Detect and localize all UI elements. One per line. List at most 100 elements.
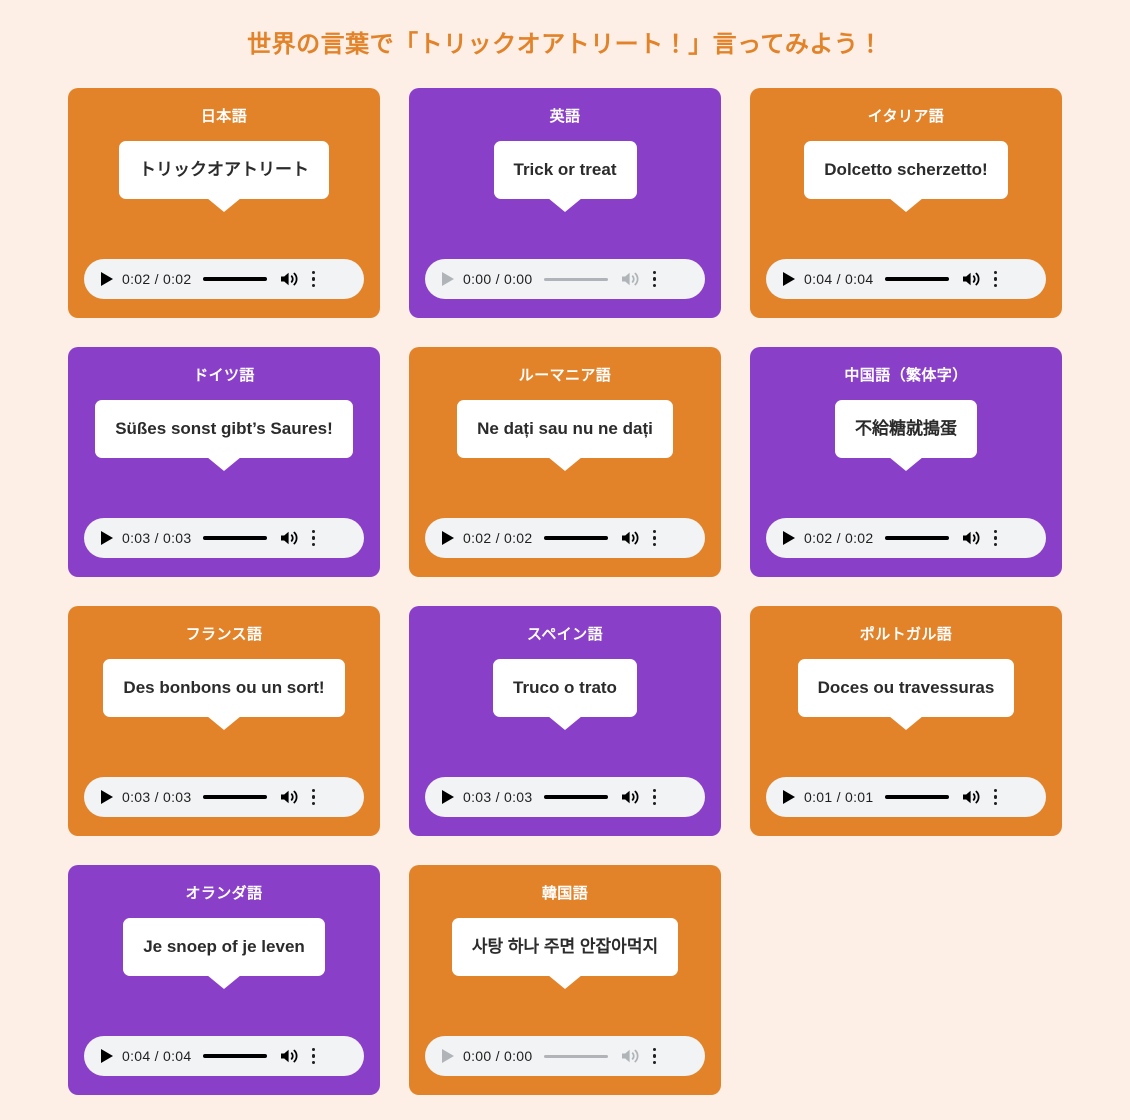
audio-progress-slider[interactable] [885,277,950,281]
card-language-label: スペイン語 [527,626,603,643]
volume-high-icon[interactable] [961,788,981,806]
play-icon[interactable] [98,1047,116,1065]
play-icon[interactable] [780,529,798,547]
more-vertical-icon[interactable] [311,529,316,547]
audio-progress-slider[interactable] [203,536,268,540]
card-language-label: 中国語（繁体字） [844,367,968,384]
more-vertical-icon[interactable] [311,1047,316,1065]
phrase-text: Des bonbons ou un sort! [123,678,325,697]
volume-high-icon[interactable] [620,788,640,806]
audio-progress-slider[interactable] [203,277,268,281]
audio-time-display: 0:01 / 0:01 [804,789,874,805]
audio-player[interactable]: 0:03 / 0:03 [425,777,705,817]
more-vertical-icon[interactable] [652,1047,657,1065]
audio-player[interactable]: 0:00 / 0:00 [425,259,705,299]
speech-bubble-wrap: Je snoep of je leven [68,918,380,989]
speech-bubble-wrap: Dolcetto scherzetto! [750,141,1062,212]
play-icon[interactable] [439,529,457,547]
play-icon[interactable] [439,1047,457,1065]
card-language-label: 日本語 [200,108,248,125]
speech-bubble-tail-icon [888,198,923,212]
speech-bubble-tail-icon [207,198,241,212]
speech-bubble-tail-icon [207,716,241,730]
audio-player[interactable]: 0:03 / 0:03 [84,777,364,817]
audio-player[interactable]: 0:00 / 0:00 [425,1036,705,1076]
speech-bubble: Ne dați sau nu ne dați [457,400,673,471]
more-vertical-icon[interactable] [652,529,657,547]
audio-progress-slider[interactable] [544,1054,609,1058]
audio-player[interactable]: 0:01 / 0:01 [766,777,1046,817]
speech-bubble: Je snoep of je leven [123,918,325,989]
phrase-text: 사탕 하나 주면 안잡아먹지 [471,937,659,956]
play-icon[interactable] [98,270,116,288]
play-icon[interactable] [780,270,798,288]
audio-player[interactable]: 0:02 / 0:02 [84,259,364,299]
volume-high-icon[interactable] [279,270,299,288]
more-vertical-icon[interactable] [993,788,998,806]
volume-high-icon[interactable] [279,1047,299,1065]
audio-progress-slider[interactable] [885,536,950,540]
audio-player[interactable]: 0:04 / 0:04 [84,1036,364,1076]
more-vertical-icon[interactable] [993,529,998,547]
more-vertical-icon[interactable] [311,270,316,288]
audio-progress-slider[interactable] [544,795,609,799]
speech-bubble-tail-icon [207,975,241,989]
language-card-ルーマニア語: ルーマニア語 Ne dați sau nu ne dați 0:02 / 0:0… [409,347,721,577]
language-card-ポルトガル語: ポルトガル語 Doces ou travessuras 0:01 / 0:01 [750,606,1062,836]
language-card-イタリア語: イタリア語 Dolcetto scherzetto! 0:04 / 0:04 [750,88,1062,318]
play-icon[interactable] [439,788,457,806]
speech-bubble-tail-icon [888,716,923,730]
card-language-label: イタリア語 [867,108,945,125]
volume-high-icon[interactable] [961,270,981,288]
volume-high-icon[interactable] [620,529,640,547]
audio-progress-slider[interactable] [203,1054,268,1058]
volume-high-icon[interactable] [620,1047,640,1065]
more-vertical-icon[interactable] [652,270,657,288]
speech-bubble-wrap: Süßes sonst gibt’s Saures! [68,400,380,471]
phrase-text: Ne dați sau nu ne dați [477,419,653,438]
phrase-text: 不給糖就搗蛋 [855,419,957,438]
play-icon[interactable] [439,270,457,288]
audio-time-display: 0:03 / 0:03 [463,789,533,805]
speech-bubble-tail-icon [548,198,582,212]
volume-high-icon[interactable] [279,529,299,547]
play-icon[interactable] [780,788,798,806]
volume-high-icon[interactable] [279,788,299,806]
volume-high-icon[interactable] [620,270,640,288]
more-vertical-icon[interactable] [311,788,316,806]
phrase-text: Dolcetto scherzetto! [824,160,988,179]
volume-high-icon[interactable] [961,529,981,547]
language-card-スペイン語: スペイン語 Truco o trato 0:03 / 0:03 [409,606,721,836]
phrase-text: Trick or treat [513,160,617,179]
audio-time-display: 0:03 / 0:03 [122,789,192,805]
audio-player[interactable]: 0:03 / 0:03 [84,518,364,558]
speech-bubble-tail-icon [548,716,582,730]
play-icon[interactable] [98,529,116,547]
speech-bubble-wrap: Truco o trato [409,659,721,730]
audio-time-display: 0:02 / 0:02 [804,530,874,546]
speech-bubble: Dolcetto scherzetto! [804,141,1008,212]
audio-progress-slider[interactable] [544,536,609,540]
speech-bubble-tail-icon [889,457,923,471]
audio-player[interactable]: 0:04 / 0:04 [766,259,1046,299]
play-icon[interactable] [98,788,116,806]
audio-time-display: 0:02 / 0:02 [122,271,192,287]
speech-bubble-wrap: Ne dați sau nu ne dați [409,400,721,471]
language-card-オランダ語: オランダ語 Je snoep of je leven 0:04 / 0:04 [68,865,380,1095]
audio-player[interactable]: 0:02 / 0:02 [425,518,705,558]
phrase-text: Je snoep of je leven [143,937,305,956]
language-card-日本語: 日本語 トリックオアトリート 0:02 / 0:02 [68,88,380,318]
audio-player[interactable]: 0:02 / 0:02 [766,518,1046,558]
language-card-ドイツ語: ドイツ語 Süßes sonst gibt’s Saures! 0:03 / 0… [68,347,380,577]
audio-progress-slider[interactable] [885,795,950,799]
audio-progress-slider[interactable] [544,277,609,281]
audio-time-display: 0:02 / 0:02 [463,530,533,546]
audio-time-display: 0:03 / 0:03 [122,530,192,546]
speech-bubble: 사탕 하나 주면 안잡아먹지 [451,918,679,989]
more-vertical-icon[interactable] [652,788,657,806]
audio-progress-slider[interactable] [203,795,268,799]
more-vertical-icon[interactable] [993,270,998,288]
speech-bubble-wrap: Doces ou travessuras [750,659,1062,730]
speech-bubble: Doces ou travessuras [797,659,1015,730]
page-title: 世界の言葉で「トリックオアトリート！」言ってみよう！ [247,31,883,58]
